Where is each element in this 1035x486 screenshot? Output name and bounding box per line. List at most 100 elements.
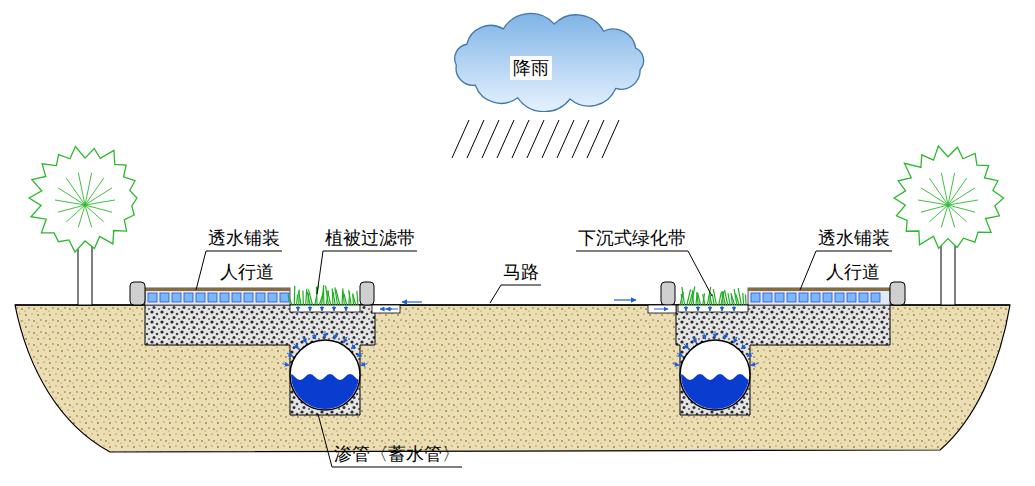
grass-blade — [698, 293, 701, 305]
tree-branch — [921, 188, 948, 205]
grass-blade — [703, 294, 705, 305]
label-underline — [816, 251, 892, 252]
infiltration-arrow — [322, 306, 323, 311]
paver-block — [244, 293, 253, 302]
grass-blade — [689, 291, 693, 305]
tree-branch — [948, 205, 955, 227]
infiltration-arrow — [294, 344, 299, 349]
grass-blade — [724, 290, 727, 305]
infiltration-arrow — [741, 344, 746, 349]
pavement-top — [748, 288, 890, 291]
label-underline — [323, 251, 417, 252]
tree-branch — [58, 205, 85, 212]
paver-block — [823, 293, 832, 302]
pavement-top — [145, 288, 290, 291]
grass-blade — [306, 289, 307, 305]
rain-streak — [557, 120, 574, 158]
infiltration-arrow — [303, 337, 307, 343]
paver-block — [835, 293, 844, 302]
infiltration-arrow — [325, 331, 326, 338]
leader-line — [317, 251, 323, 294]
rain-streak — [542, 120, 559, 158]
curb-stone — [890, 282, 905, 305]
grass-blade — [349, 290, 352, 305]
paver-block — [871, 293, 880, 302]
infiltration-arrow — [282, 364, 289, 366]
infiltration-arrow — [287, 353, 293, 357]
infiltration-arrow — [361, 364, 368, 366]
infiltration-arrow — [751, 364, 758, 366]
grass-blade — [336, 289, 340, 305]
paver-block — [160, 293, 169, 302]
infiltration-arrow — [310, 306, 311, 311]
infiltration-arrow — [722, 306, 723, 311]
infiltration-arrow — [693, 337, 697, 343]
grass-blade — [712, 294, 714, 305]
infiltration-arrow — [686, 306, 687, 311]
grass-blade — [323, 287, 325, 305]
permeable-pavement — [145, 288, 290, 305]
infiltration-arrow — [677, 353, 683, 357]
tree-branch — [921, 205, 948, 212]
curb-stone — [360, 282, 374, 305]
infiltration-arrow — [672, 364, 679, 366]
grass-blade — [357, 291, 358, 305]
infiltration-arrow — [734, 306, 735, 311]
grass-blade — [713, 289, 716, 305]
grass-blade — [326, 286, 329, 305]
infiltration-arrow — [710, 306, 711, 311]
infiltration-arrow — [734, 337, 738, 343]
infiltration-arrow — [344, 337, 348, 343]
leader-line — [800, 251, 816, 290]
grass-blade — [341, 288, 343, 305]
leader-line — [318, 414, 332, 467]
paver-block — [847, 293, 856, 302]
grass-blade — [738, 288, 741, 305]
grass-blade — [333, 292, 335, 305]
infiltration-arrow — [725, 332, 727, 339]
rain-streak — [482, 120, 499, 158]
paver-block — [148, 293, 157, 302]
tree-branch — [85, 178, 104, 205]
runoff-arrow — [402, 301, 422, 302]
grass-blade — [709, 295, 711, 305]
grass-blade — [682, 287, 685, 305]
grass-blade — [352, 293, 355, 305]
grass-blade — [297, 294, 298, 305]
cloud-outline — [455, 13, 644, 111]
rain-streak — [572, 120, 589, 158]
paver-block — [220, 293, 229, 302]
curb-stone — [661, 282, 675, 305]
tree-branch — [948, 178, 967, 205]
leader-line — [196, 251, 206, 290]
paver-block — [811, 293, 820, 302]
part-label: 下沉式绿化带 — [578, 228, 686, 248]
infiltration-arrow — [715, 331, 716, 338]
grass-blade — [343, 291, 344, 305]
infiltration-arrow — [357, 353, 363, 357]
paver-block — [280, 293, 289, 302]
paver-block — [763, 293, 772, 302]
paver-block — [751, 293, 760, 302]
paver-block — [799, 293, 808, 302]
grass-blade — [308, 290, 312, 305]
tree-branch — [948, 188, 975, 205]
paver-block — [775, 293, 784, 302]
grass-blade — [344, 294, 347, 305]
runoff-arrow — [654, 309, 668, 310]
rain-streak — [527, 120, 544, 158]
grass-blade — [736, 293, 740, 305]
road-inlet — [372, 305, 400, 313]
tree-branch — [58, 188, 85, 205]
rain-cloud: 降雨 — [440, 8, 658, 112]
grass-blade — [728, 293, 730, 305]
infiltration-arrow — [334, 306, 335, 311]
grass-blade — [703, 293, 705, 305]
rain-streak — [602, 120, 619, 158]
rain-streak — [497, 120, 514, 158]
rain-streak — [467, 120, 484, 158]
part-label: 透水铺装 — [208, 228, 280, 248]
grass-blade — [299, 291, 302, 305]
filter-strip-base — [678, 305, 748, 312]
